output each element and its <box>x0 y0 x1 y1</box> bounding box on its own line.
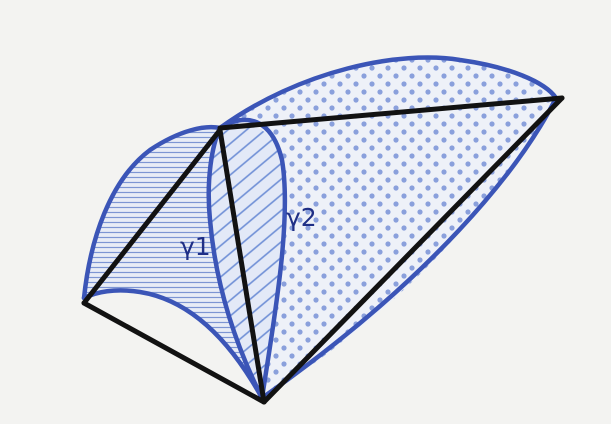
left-outer-curve <box>81 125 223 301</box>
gamma2-curve <box>217 117 288 401</box>
right-region <box>220 57 556 398</box>
edge-top-to-right <box>217 95 565 131</box>
gamma2-label: γ2 <box>286 203 317 232</box>
left-region <box>84 127 262 398</box>
edge-left-to-top <box>81 127 223 306</box>
gamma1-label: γ1 <box>180 232 211 261</box>
edge-right-to-bottom <box>261 95 565 405</box>
edge-left-to-bottom <box>81 300 267 405</box>
edge-top-to-bottom <box>217 127 267 405</box>
left-inner-curve <box>81 288 265 401</box>
gamma1-curve <box>206 125 265 401</box>
right-lower-curve <box>259 95 559 401</box>
top-curve <box>217 55 559 131</box>
